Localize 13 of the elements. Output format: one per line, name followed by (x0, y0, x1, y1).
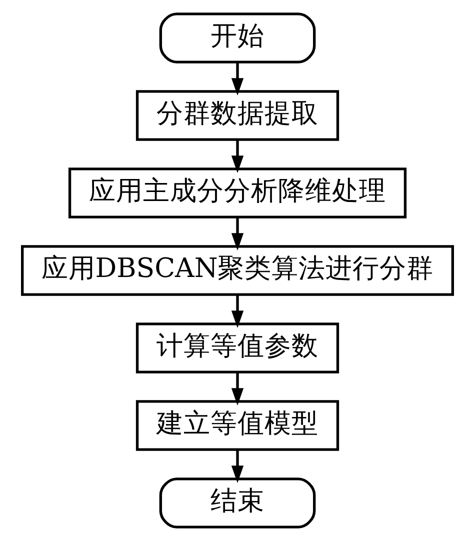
arrow (230, 62, 244, 96)
arrow (230, 294, 244, 328)
arrow (230, 217, 244, 250)
node-box: 建立等值模型 (135, 400, 339, 451)
node-box: 应用主成分分析降维处理 (68, 168, 406, 218)
node-box: 开始 (158, 12, 316, 64)
arrow (230, 140, 244, 173)
node-box: 结束 (158, 478, 316, 528)
node-box: 应用DBSCAN聚类算法进行分群 (20, 245, 454, 296)
arrow (230, 450, 244, 484)
node-box: 分群数据提取 (135, 90, 339, 141)
arrow (230, 372, 244, 406)
node-box: 计算等值参数 (135, 322, 339, 374)
